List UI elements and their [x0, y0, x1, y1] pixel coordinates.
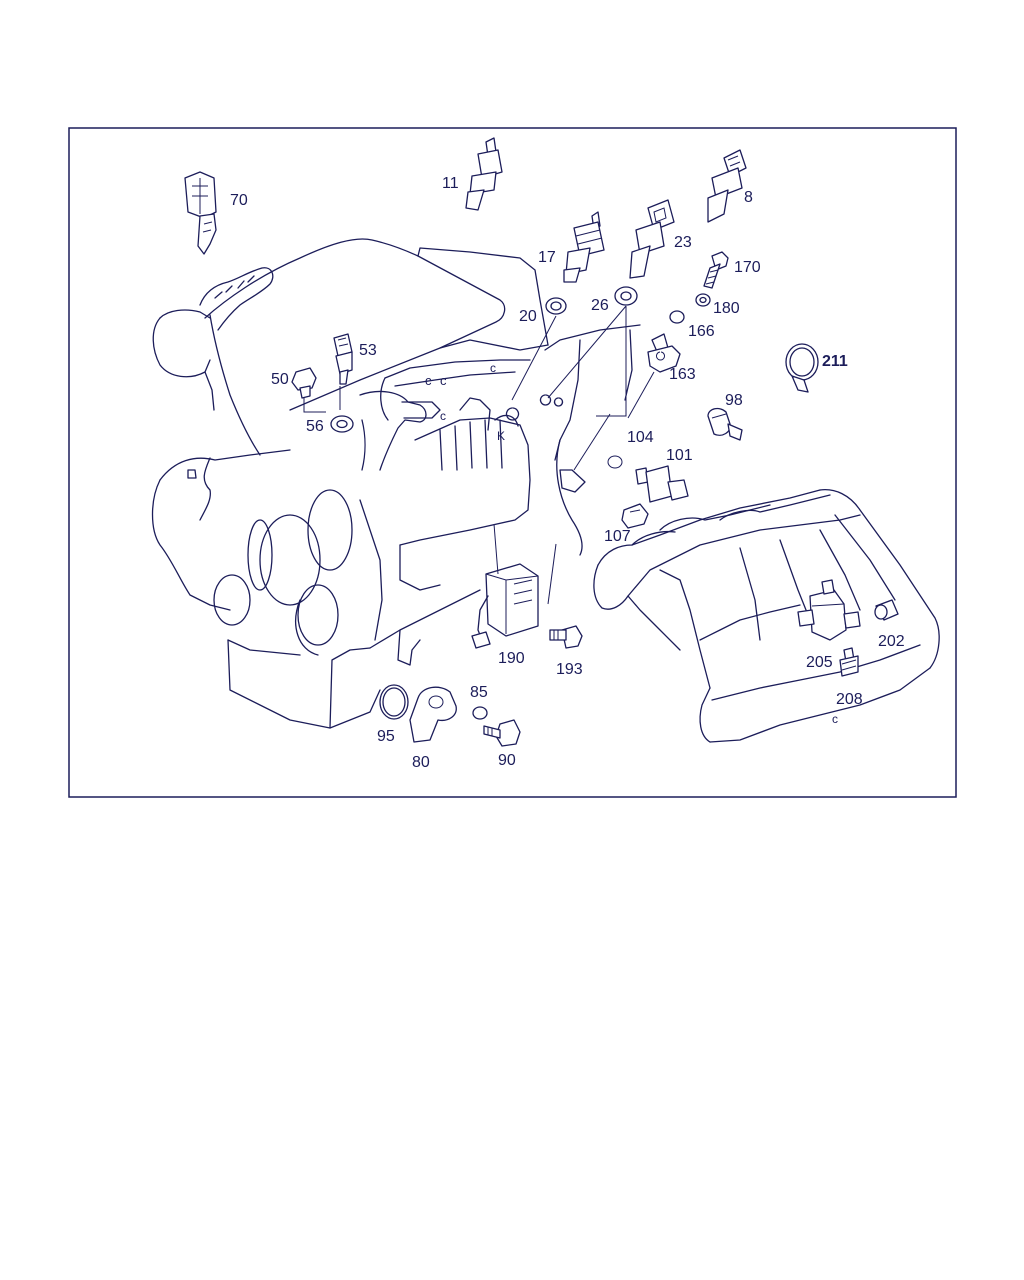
- callout-180: 180: [713, 300, 740, 317]
- leader-lines: [303, 305, 655, 605]
- callout-202: 202: [878, 633, 905, 650]
- part-20-seal-ring: [545, 297, 567, 315]
- callout-50: 50: [271, 371, 289, 388]
- part-180-washer: [695, 293, 711, 307]
- callout-208: 208: [836, 691, 863, 708]
- callout-53: 53: [359, 342, 377, 359]
- part-190-relay: [471, 563, 539, 649]
- callout-11: 11: [442, 175, 459, 192]
- part-53-sensor: [333, 333, 353, 385]
- part-107-plug: [621, 503, 649, 529]
- part-17-sensor: [563, 211, 605, 283]
- callout-56: 56: [306, 418, 324, 435]
- callout-166: 166: [688, 323, 715, 340]
- part-202-cap: [874, 599, 899, 621]
- part-163-sensor: [647, 333, 681, 373]
- callout-8: 8: [744, 189, 753, 206]
- part-23-sensor: [629, 199, 675, 279]
- callout-163: 163: [669, 366, 696, 383]
- part-11-sensor: [465, 137, 503, 211]
- callout-193: 193: [556, 661, 583, 678]
- engine-block-drawing: c c c K c: [151, 238, 641, 729]
- part-26-seal-ring: [614, 286, 638, 306]
- intake-manifold-drawing: c: [593, 489, 940, 743]
- part-98-sensor: [707, 407, 743, 441]
- part-170-bolt: [703, 251, 729, 289]
- callout-80: 80: [412, 754, 430, 771]
- callout-104: 104: [627, 429, 654, 446]
- part-85-o-ring: [472, 706, 488, 720]
- part-205-valve: [797, 579, 861, 641]
- callout-101: 101: [666, 447, 693, 464]
- callout-95: 95: [377, 728, 395, 745]
- diagram-frame: [68, 127, 957, 798]
- part-166-o-ring: [669, 310, 685, 324]
- part-70-connector: [184, 171, 217, 255]
- callout-70: 70: [230, 192, 248, 209]
- callout-23: 23: [674, 234, 692, 251]
- callout-107: 107: [604, 528, 631, 545]
- svg-text:c: c: [440, 409, 446, 423]
- callout-190: 190: [498, 650, 525, 667]
- svg-text:c: c: [440, 373, 447, 388]
- callout-170: 170: [734, 259, 761, 276]
- svg-text:K: K: [497, 429, 505, 443]
- part-56-washer: [330, 415, 354, 433]
- callout-26: 26: [591, 297, 609, 314]
- part-8-sensor: [707, 149, 747, 223]
- part-193-bolt: [549, 625, 583, 649]
- callout-90: 90: [498, 752, 516, 769]
- svg-text:c: c: [832, 712, 838, 726]
- callout-17: 17: [538, 249, 556, 266]
- callout-85: 85: [470, 684, 488, 701]
- svg-text:c: c: [490, 361, 496, 375]
- callout-211: 211: [822, 353, 848, 370]
- part-101-sensor: [607, 455, 689, 503]
- part-95-ring: [379, 684, 409, 720]
- part-90-bolt: [483, 719, 521, 747]
- callout-98: 98: [725, 392, 743, 409]
- part-80-housing: [409, 686, 457, 743]
- callout-20: 20: [519, 308, 537, 325]
- callout-205: 205: [806, 654, 833, 671]
- part-50-plug: [291, 367, 317, 399]
- svg-text:c: c: [425, 373, 432, 388]
- part-208-fitting: [839, 647, 859, 677]
- callout-labels: 70 11 8 17 23 170 20 26 180 166 53 211 5…: [230, 175, 905, 771]
- part-211-hose-clamp: [785, 343, 819, 393]
